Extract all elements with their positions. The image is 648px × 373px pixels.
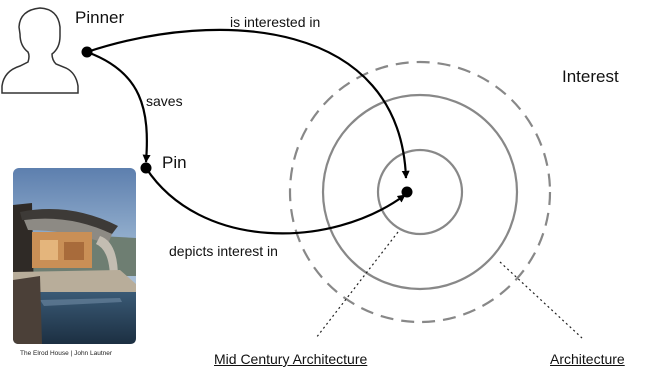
architecture-circle	[321, 93, 519, 291]
leader-lines	[315, 231, 583, 339]
mid-century-circle	[376, 148, 464, 236]
is-interested-in-label: is interested in	[230, 14, 321, 30]
architecture-leader	[499, 261, 583, 339]
pinner-label: Pinner	[75, 8, 125, 27]
edge-saves	[86, 50, 151, 163]
pin-node	[140, 162, 152, 174]
mid-century-leader	[315, 231, 399, 339]
edge-is-interested-in	[86, 28, 410, 179]
interest-circles	[288, 60, 552, 324]
user-silhouette-icon	[1, 7, 79, 94]
architecture-label: Architecture	[550, 351, 625, 367]
nodes	[81, 46, 413, 198]
mid-century-architecture-label: Mid Century Architecture	[214, 351, 368, 367]
house-photo	[13, 168, 136, 344]
interest-outer-dashed-circle	[288, 60, 552, 324]
photo-caption: The Elrod House | John Lautner	[20, 350, 113, 357]
pin-label: Pin	[162, 153, 187, 172]
interest-label: Interest	[562, 67, 619, 86]
depicts-interest-in-label: depicts interest in	[169, 243, 278, 259]
edges	[86, 28, 410, 235]
interest-node	[401, 186, 413, 198]
pinner-node	[81, 46, 93, 58]
saves-label: saves	[146, 93, 183, 109]
edge-depicts-interest-in	[145, 167, 406, 235]
